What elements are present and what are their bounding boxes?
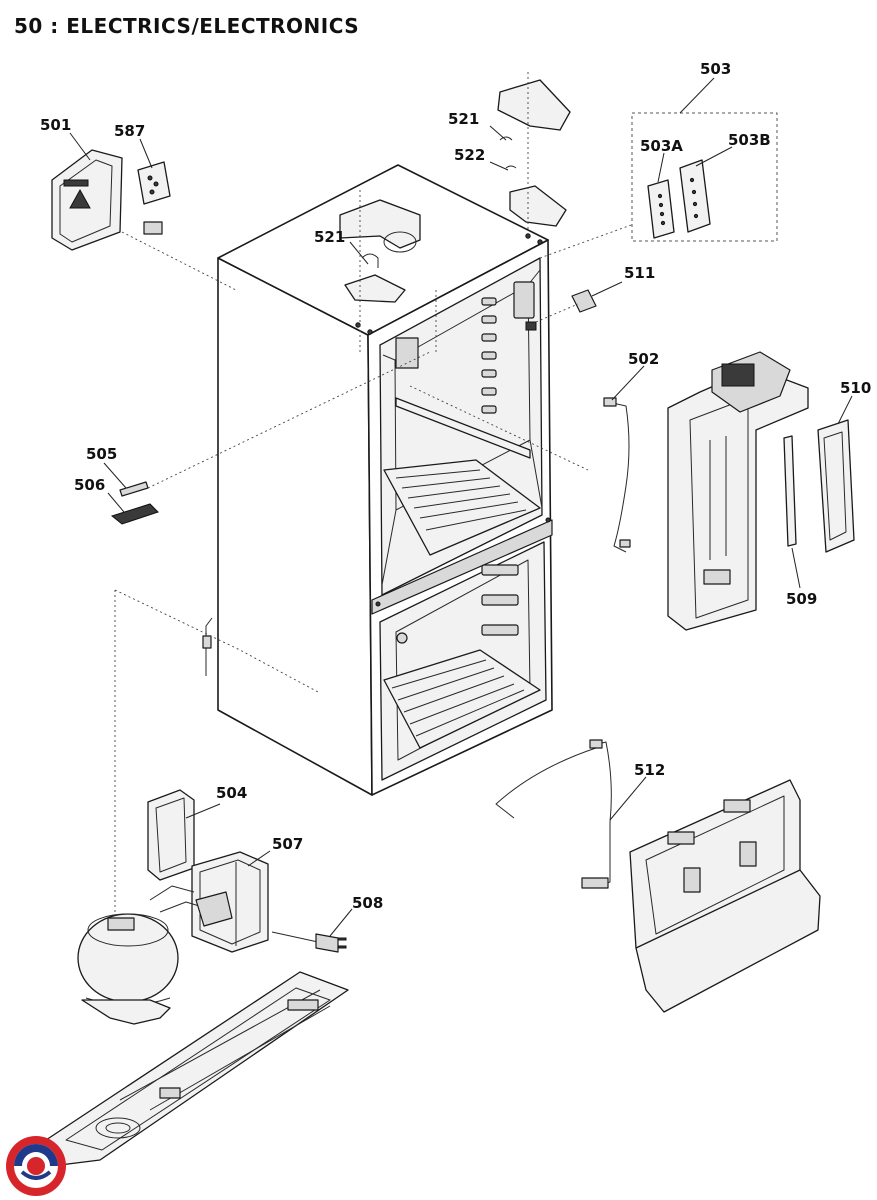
part-labels: 501 587 521 522 503 503A 503B 521 511 50… (40, 60, 871, 912)
page-title: 50 : ELECTRICS/ELECTRONICS (14, 14, 360, 38)
part-label-505: 505 (86, 445, 117, 463)
part-505-sensor (119, 481, 149, 497)
part-501-cover (51, 149, 123, 251)
compressor (77, 885, 233, 1025)
brand-logo (6, 1136, 66, 1196)
bottom-cover-panel (629, 779, 821, 1013)
part-label-511: 511 (624, 264, 655, 282)
part-label-503: 503 (700, 60, 731, 78)
part-510-cover (817, 419, 855, 553)
refrigerator-cabinet (217, 164, 553, 796)
part-587-board (137, 161, 171, 235)
part-label-509: 509 (786, 590, 817, 608)
part-507-control-box (191, 851, 269, 953)
part-503a-overlay (647, 179, 675, 239)
part-508-power-cord (271, 931, 347, 953)
part-504-relay-cover (147, 789, 195, 881)
side-thermistor (202, 617, 213, 676)
part-502-harness (603, 397, 631, 553)
part-label-521: 521 (448, 110, 479, 128)
part-label-521-lower: 521 (314, 228, 345, 246)
part-label-506: 506 (74, 476, 105, 494)
part-label-512: 512 (634, 761, 665, 779)
part-label-501: 501 (40, 116, 71, 134)
top-hinge-right (497, 79, 571, 227)
assembly-axis-lines (359, 72, 529, 355)
part-label-502: 502 (628, 350, 659, 368)
part-509-strip (783, 435, 797, 547)
part-label-510: 510 (840, 379, 871, 397)
part-label-503b: 503B (728, 131, 771, 149)
part-512-wire (495, 739, 612, 889)
part-label-587: 587 (114, 122, 145, 140)
part-label-504: 504 (216, 784, 247, 802)
part-503-group-box (631, 112, 778, 242)
part-label-522: 522 (454, 146, 485, 164)
dotted-leaders (114, 223, 635, 912)
part-506-bracket (110, 503, 159, 525)
label-leaders (69, 77, 853, 937)
bottom-chassis (45, 971, 349, 1166)
part-label-503a: 503A (640, 137, 683, 155)
part-511-switch (525, 289, 597, 331)
part-label-507: 507 (272, 835, 303, 853)
part-503b-display (679, 159, 711, 233)
part-label-508: 508 (352, 894, 383, 912)
evaporator-housing (667, 351, 809, 631)
